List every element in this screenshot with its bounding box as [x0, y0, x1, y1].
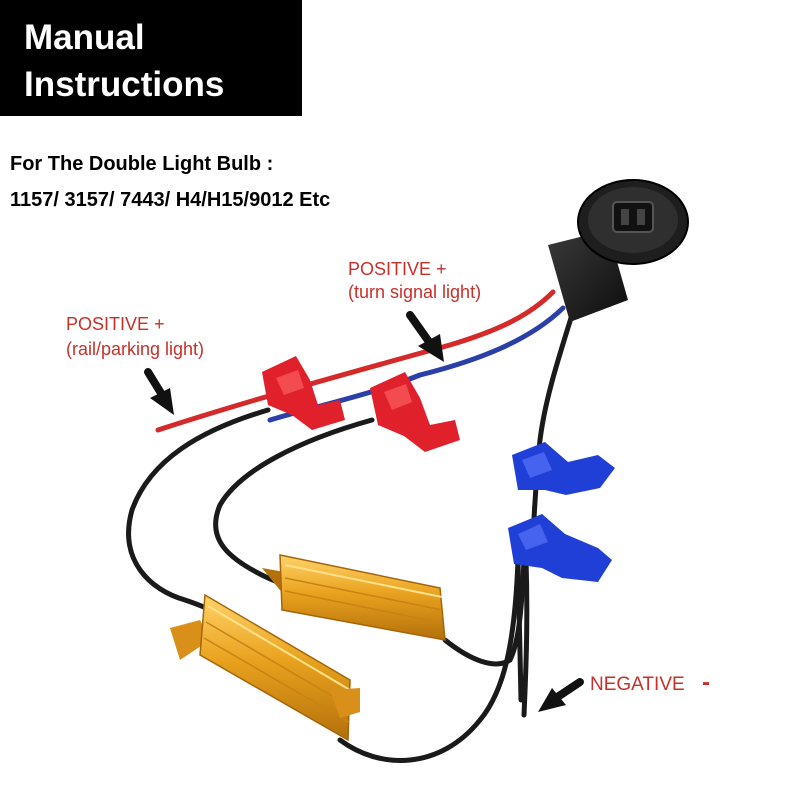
turn-signal-desc-label: (turn signal light) — [348, 282, 481, 302]
resistor-icon — [170, 593, 360, 742]
resistor-1-lead-out — [337, 557, 521, 763]
arrow-icon — [144, 368, 174, 415]
ground-tail — [521, 557, 530, 718]
title-line-2: Instructions — [24, 65, 225, 104]
arrow-icon — [406, 311, 444, 362]
bulb-compatibility-text: For The Double Light Bulb : 1157/ 3157/ … — [10, 146, 330, 218]
subtitle-line-1: For The Double Light Bulb : — [10, 153, 274, 175]
bulb-socket-icon — [548, 179, 689, 322]
title-line-1: Manual — [24, 18, 145, 57]
wire-tap-connector-icon — [262, 356, 345, 430]
title-banner: Manual Instructions — [0, 0, 302, 116]
negative-label: NEGATIVE — [590, 674, 685, 695]
negative-sign: - — [702, 669, 710, 696]
signal-wires — [155, 289, 566, 433]
resistor-1-lead-in — [126, 407, 271, 618]
resistor-icon — [262, 554, 446, 641]
page-title: Manual Instructions — [24, 14, 224, 108]
ground-tail-2 — [515, 557, 524, 703]
subtitle-line-2: 1157/ 3157/ 7443/ H4/H15/9012 Etc — [10, 189, 331, 211]
wire-tap-connector-icon — [508, 514, 612, 582]
red-wire — [155, 289, 556, 433]
wire-tap-connector-icon — [512, 442, 615, 495]
rail-desc-label: (rail/parking light) — [66, 339, 204, 359]
rail-positive-label: POSITIVE + — [66, 314, 165, 334]
arrow-icon — [538, 678, 584, 712]
wire-tap-connector-icon — [370, 372, 460, 452]
resistor-2-lead-out — [442, 557, 527, 667]
resistor-2-lead-in — [213, 417, 375, 587]
turn-signal-positive-label: POSITIVE + — [348, 259, 447, 279]
